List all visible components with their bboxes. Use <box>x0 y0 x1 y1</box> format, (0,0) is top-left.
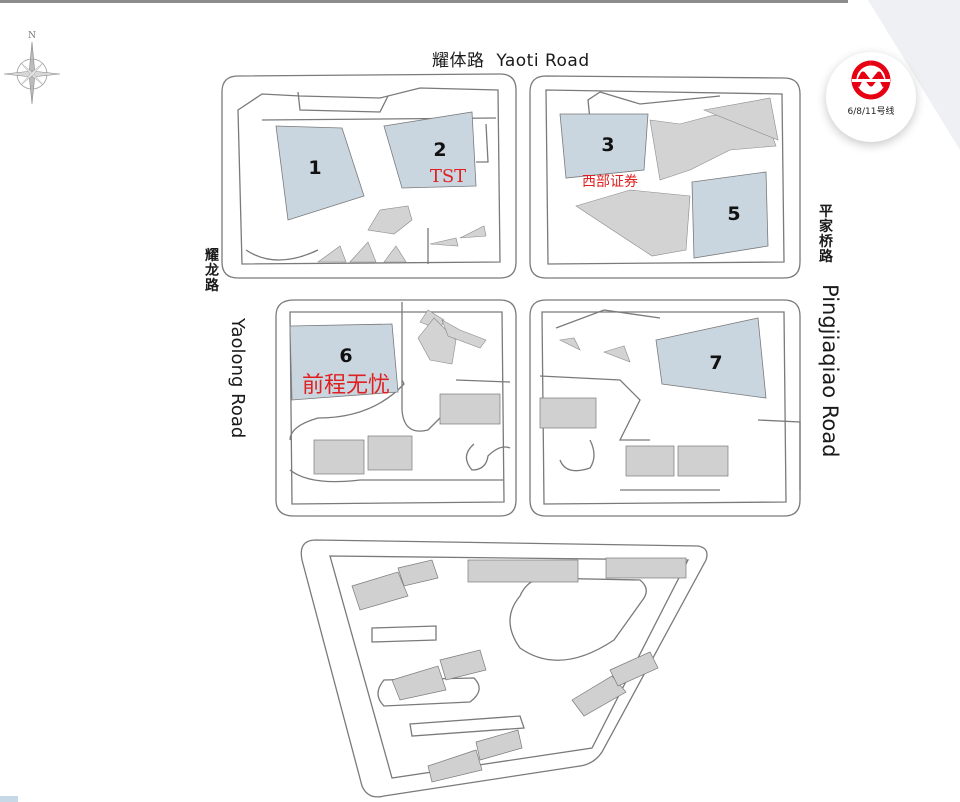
block-b-outline <box>529 75 801 279</box>
road-yaolong-en: Yaolong Road <box>227 318 248 439</box>
road-yaoti-en: Yaoti Road <box>496 51 590 71</box>
lot-2-tenant: TST <box>430 166 466 187</box>
lot-7-number: 7 <box>709 352 722 374</box>
metro-lines-label: 6/8/11号线 <box>847 107 895 117</box>
lot-6-number: 6 <box>339 345 352 367</box>
compass-north-label: N <box>28 31 36 41</box>
road-pingjiaqiao-cn: 平家桥路 <box>819 204 833 265</box>
lot-7-footprint <box>655 317 767 399</box>
top-divider <box>0 0 848 3</box>
lot-6-footprint <box>289 323 399 401</box>
lot-3-footprint <box>559 113 649 179</box>
lot-2-footprint <box>383 111 477 189</box>
lot-6-tenant: 前程无忧 <box>302 373 390 398</box>
lot-1-number: 1 <box>308 157 321 179</box>
lot-1-footprint <box>275 125 365 221</box>
metro-badge[interactable]: 6/8/11号线 <box>826 52 916 142</box>
lot-3-number: 3 <box>601 134 614 156</box>
bottom-edge-marker <box>0 796 18 802</box>
lot-5-number: 5 <box>727 203 740 225</box>
road-pingjiaqiao-en: Pingjiaqiao Road <box>818 284 842 458</box>
lot-3-tenant: 西部证券 <box>582 174 638 190</box>
block-south-outline <box>300 539 708 798</box>
block-a-outline <box>221 73 517 279</box>
compass-rose-icon: N <box>4 31 60 105</box>
block-d-outline <box>529 299 801 517</box>
road-label-yaoti: 耀体路 Yaoti Road <box>432 46 590 71</box>
road-yaoti-cn: 耀体路 <box>432 51 485 71</box>
lot-5-footprint <box>691 171 769 259</box>
shanghai-metro-logo-icon <box>851 60 891 100</box>
lot-2-number: 2 <box>433 139 446 161</box>
block-c-outline <box>275 299 517 517</box>
road-yaolong-cn: 耀龙路 <box>205 248 219 294</box>
